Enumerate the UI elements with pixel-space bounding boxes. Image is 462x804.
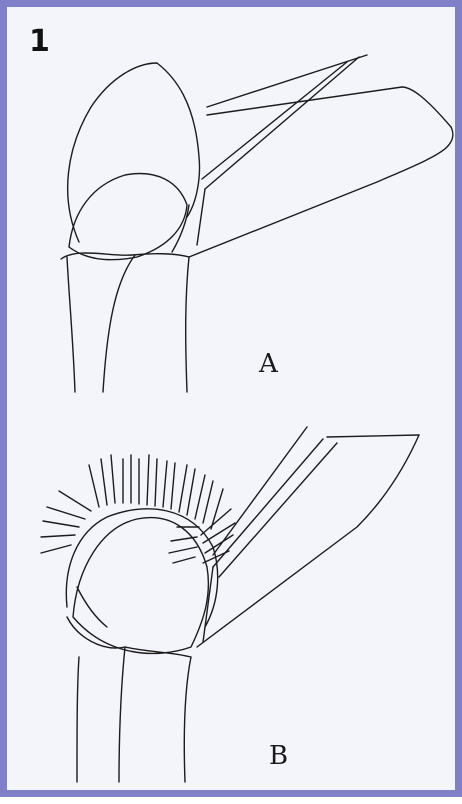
panel-b-stalk-right (184, 657, 191, 782)
panel-a-stalk-right (186, 257, 189, 392)
panel-a-lower-lobe (69, 174, 187, 260)
panel-b-stalk-left (77, 657, 79, 782)
panel-b-wing-outer (197, 435, 419, 647)
panel-a-midrib-3 (207, 55, 367, 107)
panel-a-label: A (259, 351, 278, 377)
panel-b-midrib-2 (219, 443, 337, 577)
panel-a-wing-top (402, 87, 451, 127)
panel-b-midrib-1 (213, 439, 323, 567)
panel-a-midrib-1 (202, 62, 347, 179)
panel-a-midrib-2 (205, 57, 359, 189)
panel-b-lobe-fold (77, 587, 107, 627)
panel-a-closed-trap (61, 55, 453, 392)
panel-a-wing-top-edge (207, 87, 402, 115)
panel-b-stalk-middle (119, 647, 125, 782)
panel-b-wing-top (327, 435, 419, 437)
panel-a-upper-lobe (68, 63, 200, 242)
panel-a-wing-outer (189, 127, 453, 257)
panel-b-cilia-left (41, 491, 91, 553)
panel-b-label: B (269, 743, 288, 769)
panel-a-wing-lower (197, 189, 205, 245)
panel-a-stalk-middle (103, 255, 135, 392)
panel-b-open-trap (41, 427, 419, 782)
panel-a-stalk-left (67, 257, 75, 392)
panel-b-midrib-3 (213, 427, 307, 555)
botanical-drawing (7, 7, 462, 804)
